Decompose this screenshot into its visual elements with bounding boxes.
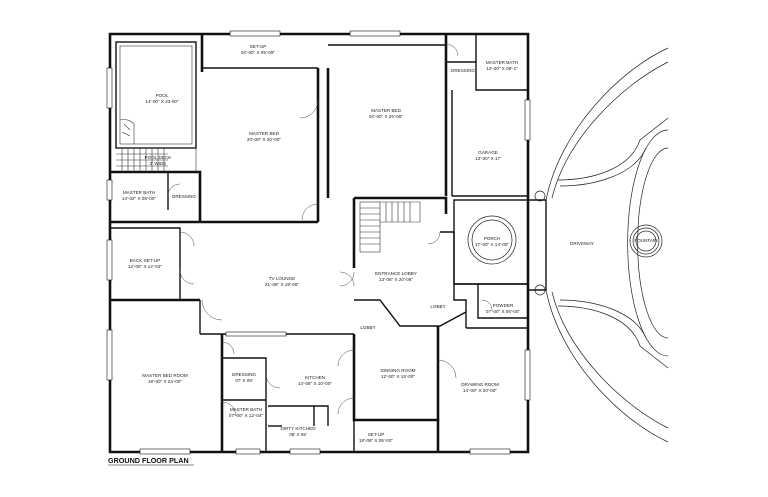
room-name-back-setup: BACK SET-UP [130, 258, 160, 263]
room-name-tv-lounge: TV LOUNGE [269, 276, 296, 281]
porch-driveway [453, 47, 669, 443]
room-name-dinning-room: DINNING ROOM [381, 368, 416, 373]
room-dim-back-setup: 12'-00" X 12'-03" [128, 264, 162, 269]
room-name-master-bath-tr: MASTER BATH [486, 60, 518, 65]
room-name-master-bed-room: MASTER BED ROOM [142, 373, 188, 378]
room-name-master-bath-b: MASTER BATH [230, 407, 262, 412]
room-dim-master-bed-2: 20'-00" X 26'-06" [369, 114, 403, 119]
room-name-garage: GARAGE [478, 150, 498, 155]
room-name-setup-top: SET-UP [250, 44, 267, 49]
room-dim-dinning-room: 12'-00" X 15'-00" [381, 374, 415, 379]
room-name-driveway: DRIVEWAY [570, 241, 594, 246]
room-dim-tv-lounge: 21'-06" X 19'-06" [265, 282, 299, 287]
room-name-dirty-kitchen: DIRTY KITCHEN [280, 426, 315, 431]
room-name-dressing-b: DRESSING [232, 372, 256, 377]
room-dim-setup-bottom: 18'-06" X 05'-00" [359, 438, 393, 443]
room-name-lobby-2: LOBBY [360, 325, 375, 330]
room-name-master-bed-2: MASTER BED [371, 108, 402, 113]
room-dim-pool-deck: 3' WIDE [150, 161, 167, 166]
walls [108, 32, 530, 454]
room-dim-powder: 07'-00" X 06'-00" [486, 309, 520, 314]
room-dim-master-bath-b: 07'-00" X 12'-04" [229, 413, 263, 418]
room-name-master-bed-1: MASTER BED [249, 131, 280, 136]
room-dim-porch: 17'-00" X 14'-00" [475, 242, 509, 247]
room-dim-drawing-room: 14'-00" X 20'-00" [463, 388, 497, 393]
room-dim-dressing-b: 07' X 06' [235, 378, 253, 383]
room-name-dressing-tr: DRESSING [451, 68, 475, 73]
room-dim-master-bath-l: 14'-02" X 08'-00" [122, 196, 156, 201]
room-dim-pool: 14'-00" X 23-00" [145, 99, 179, 104]
plan-title: GROUND FLOOR PLAN [108, 456, 189, 465]
pool-deck-tiles [116, 148, 168, 172]
staircase [359, 201, 421, 253]
room-name-drawing-room: DRAWING ROOM [461, 382, 499, 387]
room-dim-setup-top: 20'-00" X 05'-09" [241, 50, 275, 55]
room-name-pool-deck: POOL DECK [145, 155, 173, 160]
room-name-fountain: FOUNTAIN [634, 238, 657, 243]
room-name-entrance-lobby: ENTRANCE LOBBY [375, 271, 417, 276]
room-dim-master-bed-room: 18'-00" X 24'-00" [148, 379, 182, 384]
pool-detail [115, 41, 197, 172]
room-name-setup-bottom: SET-UP [368, 432, 385, 437]
room-dim-master-bed-1: 20'-00" X 20'-00" [247, 137, 281, 142]
room-dim-master-bath-tr: 12'-00" X 08'-1" [486, 66, 518, 71]
windows [106, 30, 531, 455]
room-dim-kitchen: 14'-06" X 10'-00" [298, 381, 332, 386]
room-name-dressing-l: DRESSING [172, 194, 196, 199]
room-name-pool: POOL [156, 93, 169, 98]
doors [167, 43, 493, 417]
room-name-master-bath-l: MASTER BATH [123, 190, 155, 195]
room-dim-dirty-kitchen: 08' X 06' [289, 432, 307, 437]
room-name-lobby-1: LOBBY [430, 304, 445, 309]
room-name-powder: POWDER [493, 303, 514, 308]
room-dim-garage: 13'-00" X 17' [475, 156, 501, 161]
room-name-kitchen: KITCHEN [305, 375, 325, 380]
room-labels: SET-UP 20'-00" X 05'-09" MASTER BATH 12'… [122, 44, 658, 443]
room-name-porch: PORCH [484, 236, 501, 241]
room-dim-entrance-lobby: 13'-06" X 20'-06" [379, 277, 413, 282]
